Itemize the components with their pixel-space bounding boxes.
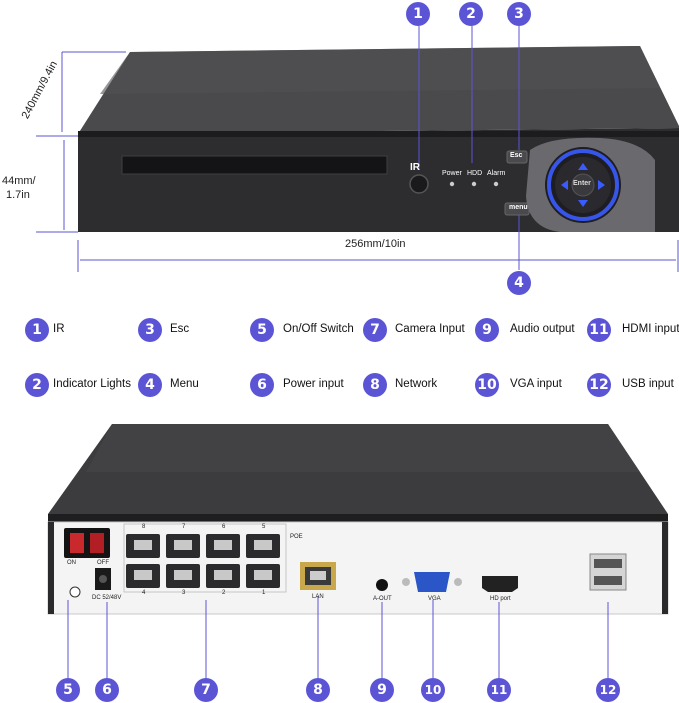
hdmi-port [482, 576, 518, 592]
hdmi-label: HD port [490, 596, 511, 602]
callout-4: 4 [507, 271, 531, 295]
port-number-8: 8 [142, 524, 146, 530]
legend-label-11: HDMI input [622, 323, 679, 335]
legend-badge-11: 11 [587, 318, 611, 342]
poe-label: POE [290, 534, 303, 540]
legend-badge-1: 1 [25, 318, 49, 342]
height-dimension-mm: 44mm/ [2, 175, 36, 187]
callout-8: 8 [306, 678, 330, 702]
callout-5: 5 [56, 678, 80, 702]
callout-6: 6 [95, 678, 119, 702]
callout-2: 2 [459, 2, 483, 26]
ground-screw [69, 586, 81, 598]
legend-badge-10: 10 [475, 373, 499, 397]
legend-badge-2: 2 [25, 373, 49, 397]
legend-badge-9: 9 [475, 318, 499, 342]
legend-badge-5: 5 [250, 318, 274, 342]
legend-badge-3: 3 [138, 318, 162, 342]
vga-label: VGA [428, 596, 441, 602]
enter-label: Enter [573, 180, 591, 187]
on-label: ON [67, 560, 76, 566]
vga-port [414, 572, 450, 592]
callout-10: 10 [421, 678, 445, 702]
legend-badge-8: 8 [363, 373, 387, 397]
legend-label-6: Power input [283, 378, 344, 390]
legend-badge-7: 7 [363, 318, 387, 342]
callout-3: 3 [507, 2, 531, 26]
esc-button [506, 150, 528, 164]
port-number-3: 3 [182, 590, 186, 596]
legend-label-2: Indicator Lights [53, 378, 131, 390]
legend-label-3: Esc [170, 323, 190, 335]
legend-label-5: On/Off Switch [283, 323, 354, 335]
port-number-5: 5 [262, 524, 266, 530]
legend-label-12: USB input [622, 378, 674, 390]
callout-12: 12 [596, 678, 620, 702]
legend-label-10: VGA input [510, 378, 562, 390]
legend-badge-12: 12 [587, 373, 611, 397]
lan-label: LAN [312, 594, 324, 600]
legend-label-1: IR [53, 323, 65, 335]
power-label: Power [442, 170, 462, 177]
hdd-label: HDD [467, 170, 483, 177]
alarm-label: Alarm [487, 170, 506, 177]
ir-sensor [409, 174, 429, 194]
dc-label: DC 52/48V [92, 595, 122, 601]
callout-11: 11 [487, 678, 511, 702]
port-number-6: 6 [222, 524, 226, 530]
ir-label: IR [410, 162, 420, 173]
esc-label: Esc [510, 152, 523, 159]
callout-9: 9 [370, 678, 394, 702]
front-display-slot [121, 155, 388, 175]
legend-label-8: Network [395, 378, 438, 390]
height-dimension-in: 1.7in [6, 189, 30, 201]
back-device-illustration [47, 424, 669, 680]
menu-label: menu [509, 204, 528, 211]
legend-label-4: Menu [170, 378, 199, 390]
port-number-2: 2 [222, 590, 226, 596]
legend-badge-6: 6 [250, 373, 274, 397]
callout-7: 7 [194, 678, 218, 702]
width-dimension: 256mm/10in [345, 238, 406, 250]
port-number-1: 1 [262, 590, 266, 596]
aout-label: A-OUT [373, 596, 392, 602]
audio-out-jack [376, 579, 388, 591]
port-number-7: 7 [182, 524, 186, 530]
legend-badge-4: 4 [138, 373, 162, 397]
legend-label-7: Camera Input [395, 323, 465, 335]
legend-label-9: Audio output [510, 323, 575, 335]
front-device-illustration [36, 26, 679, 272]
port-number-4: 4 [142, 590, 146, 596]
callout-1: 1 [406, 2, 430, 26]
off-label: OFF [97, 560, 109, 566]
